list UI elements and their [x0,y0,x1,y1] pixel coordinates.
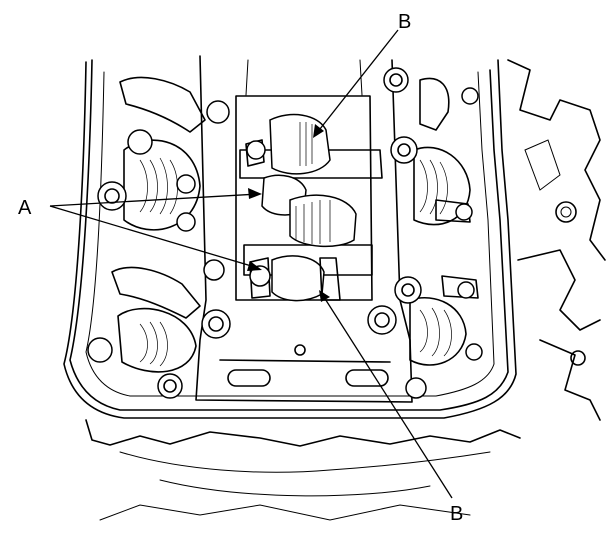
leader-b-top [315,29,399,135]
leader-b-bottom [321,293,453,499]
left-valve-assembly [87,76,231,399]
leader-lines [49,29,453,499]
arrowhead-b-bottom [319,290,330,302]
arrowhead-b-top [313,124,324,138]
callout-b-bottom: B [450,503,463,525]
arrowhead-a-lower [247,261,262,271]
exhaust-manifold [507,59,606,421]
right-valve-assembly [367,67,483,399]
callout-a: A [18,197,32,219]
engine-block-lower [85,419,521,521]
callout-b-top: B [398,11,411,33]
camshaft [239,113,383,302]
arrowhead-a-upper [248,188,262,199]
leader-a-lower [49,205,259,269]
camshaft-carrier [195,55,413,403]
cylinder-head-frame [63,59,517,419]
leader-a-upper [49,193,259,207]
